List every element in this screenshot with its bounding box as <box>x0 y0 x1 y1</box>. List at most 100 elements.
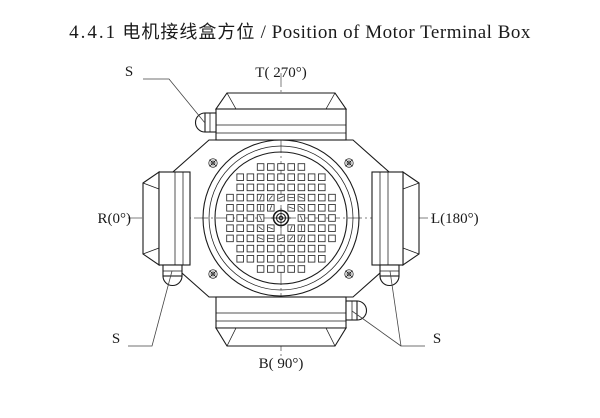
vent-slot <box>307 193 316 202</box>
vent-slot <box>236 255 244 263</box>
vent-slot <box>256 244 265 253</box>
vent-slot <box>287 163 295 171</box>
vent-slot <box>297 173 306 181</box>
callout-label-bottom-left: S <box>112 331 120 347</box>
vent-slot <box>267 255 275 263</box>
position-labels: T( 270°) R(0°) L(180°) B( 90°) <box>98 65 479 372</box>
vent-slot <box>307 214 316 222</box>
shaft-center-hub <box>271 208 291 228</box>
vent-slot <box>246 255 255 263</box>
cable-gland-left <box>162 264 183 287</box>
leader-bottom-left <box>128 270 173 347</box>
vent-slot <box>318 173 326 181</box>
vent-slot <box>328 224 336 232</box>
vent-slot <box>297 163 306 171</box>
label-left-position: R(0°) <box>98 211 132 227</box>
vent-slot <box>256 183 265 192</box>
vent-slot <box>267 173 275 181</box>
vent-slot <box>226 214 234 222</box>
fan-blade-hint <box>289 236 294 241</box>
vent-slot <box>246 193 255 202</box>
vent-slot <box>307 244 316 253</box>
vent-slot <box>328 193 336 202</box>
label-top-position: T( 270°) <box>255 65 306 81</box>
fan-blade-hint <box>298 196 304 199</box>
vent-slot <box>246 214 255 222</box>
vent-slot <box>236 244 244 253</box>
title-separator: / <box>260 22 267 43</box>
vent-slot <box>307 173 316 181</box>
vent-slot <box>246 173 255 181</box>
title-english: Position of Motor Terminal Box <box>271 22 531 43</box>
vent-slot <box>267 244 275 253</box>
vent-slot <box>328 214 336 222</box>
vent-slot <box>277 163 285 171</box>
cable-gland-right <box>379 264 400 287</box>
vent-slot <box>318 214 326 222</box>
callout-labels: S S S <box>112 64 441 347</box>
vent-slot <box>236 173 244 181</box>
vent-slot <box>318 204 326 212</box>
vent-slot <box>256 265 265 273</box>
vent-slot <box>267 265 275 273</box>
label-right-position: L(180°) <box>431 211 479 227</box>
vent-slot <box>236 193 244 202</box>
vent-slot <box>246 204 255 212</box>
callout-label-top-left: S <box>125 64 133 80</box>
vent-slot <box>297 265 306 273</box>
fan-blade-hint <box>259 215 263 221</box>
fan-blade-hint <box>288 206 294 210</box>
fan-blade-hint <box>278 196 284 200</box>
fan-blade-hint <box>269 205 273 211</box>
vent-slot <box>287 183 295 192</box>
vent-slot <box>236 234 244 243</box>
fan-blade-hint <box>299 215 303 221</box>
vent-slot <box>318 193 326 202</box>
vent-slot <box>307 224 316 232</box>
leader-bottom-right-a <box>389 270 425 347</box>
leader-top-left <box>143 78 206 124</box>
fan-blade-hint <box>268 195 273 200</box>
fan-blade-hint <box>300 235 303 241</box>
vent-slot <box>256 173 265 181</box>
vent-slot <box>267 183 275 192</box>
vent-slot <box>226 204 234 212</box>
vent-slot <box>246 183 255 192</box>
bolt-top-left <box>208 158 218 168</box>
vent-slot <box>287 173 295 181</box>
vent-slot <box>287 244 295 253</box>
vent-slot <box>328 234 336 243</box>
vent-slot <box>307 204 316 212</box>
fan-cover-vent-grid <box>226 163 336 273</box>
vent-slot <box>307 234 316 243</box>
vent-slot <box>287 265 295 273</box>
vent-slot <box>277 183 285 192</box>
fan-cover-middle-circle <box>208 145 354 291</box>
vent-slot <box>318 183 326 192</box>
vent-slot <box>256 255 265 263</box>
vent-slot <box>318 255 326 263</box>
vent-slot <box>307 255 316 263</box>
label-bottom-position: B( 90°) <box>259 356 304 372</box>
motor-drawing-svg: T( 270°) R(0°) L(180°) B( 90°) S S S <box>98 64 479 372</box>
bolt-bottom-right <box>344 269 354 279</box>
vent-slot <box>318 224 326 232</box>
vent-slot <box>287 255 295 263</box>
vent-slot <box>318 244 326 253</box>
vent-slot <box>267 163 275 171</box>
terminal-box-top <box>194 92 348 141</box>
vent-slot <box>277 265 285 273</box>
terminal-box-left <box>142 170 191 287</box>
vent-slot <box>277 244 285 253</box>
fan-blade-hint <box>289 225 293 231</box>
vent-slot <box>236 214 244 222</box>
vent-slot <box>297 183 306 192</box>
cable-gland-top <box>194 112 217 133</box>
corner-bolts <box>208 158 354 279</box>
vent-slot <box>307 183 316 192</box>
vent-slot <box>277 173 285 181</box>
vent-slot <box>328 204 336 212</box>
callout-label-bottom-right: S <box>433 331 441 347</box>
fan-blade-hint <box>258 226 263 231</box>
